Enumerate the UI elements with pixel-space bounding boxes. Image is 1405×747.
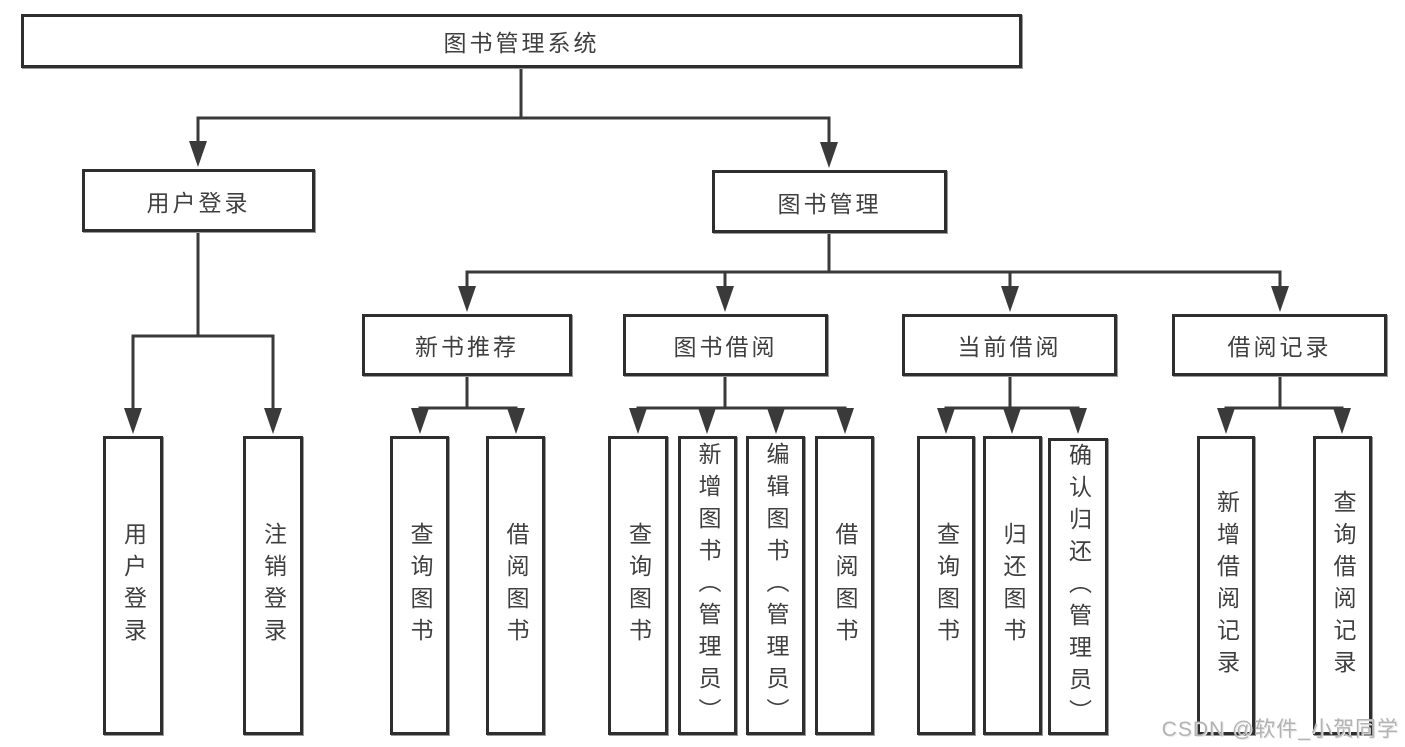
leaf-add-books-admin: 新增图书（管理员） — [678, 436, 737, 735]
leaf-user-login: 用户登录 — [103, 436, 163, 735]
leaf-label: 借阅图书 — [832, 521, 858, 650]
node-new-book-recommend: 新书推荐 — [362, 314, 572, 376]
leaf-query-borrow-record: 查询借阅记录 — [1313, 436, 1372, 735]
leaf-label: 注销登录 — [260, 521, 287, 650]
leaf-add-borrow-record: 新增借阅记录 — [1197, 436, 1255, 735]
node-book-management: 图书管理 — [712, 170, 947, 233]
node-current-borrow: 当前借阅 — [902, 314, 1117, 376]
leaf-recommend-borrow-books: 借阅图书 — [486, 436, 545, 735]
connector-borrow-records — [1224, 376, 1344, 410]
leaf-label: 归还图书 — [1000, 521, 1026, 650]
node-book-borrow: 图书借阅 — [623, 314, 828, 376]
leaf-label: 编辑图书（管理员） — [763, 441, 789, 730]
node-label: 新书推荐 — [415, 334, 519, 360]
arrowheads — [124, 141, 1351, 434]
leaf-label: 查询借阅记录 — [1330, 489, 1356, 682]
node-user-login: 用户登录 — [82, 169, 315, 232]
leaf-borrow-books: 借阅图书 — [815, 436, 874, 735]
node-library-management-system: 图书管理系统 — [21, 14, 1022, 68]
node-label: 用户登录 — [146, 189, 251, 216]
node-label: 图书管理 — [777, 190, 882, 217]
node-label: 当前借阅 — [957, 334, 1062, 360]
connector-new-book-recommend — [418, 376, 518, 410]
leaf-label: 查询图书 — [407, 521, 433, 650]
leaf-recommend-query-books: 查询图书 — [390, 436, 449, 735]
connector-current-borrow — [944, 376, 1080, 410]
connector-root — [196, 68, 831, 145]
leaf-label: 查询图书 — [933, 521, 960, 650]
connector-user-login — [131, 232, 275, 410]
leaf-return-books: 归还图书 — [983, 436, 1042, 735]
csdn-watermark: CSDN @软件_小贺同学 — [1161, 718, 1399, 741]
leaf-confirm-return-admin: 确认归还（管理员） — [1048, 438, 1108, 735]
leaf-label: 确认归还（管理员） — [1065, 442, 1092, 731]
leaf-label: 用户登录 — [120, 521, 147, 650]
leaf-logout-login: 注销登录 — [243, 436, 303, 735]
leaf-label: 查询图书 — [625, 521, 652, 650]
connector-book-borrow — [636, 376, 847, 410]
leaf-label: 新增借阅记录 — [1213, 489, 1240, 682]
leaf-edit-books-admin: 编辑图书（管理员） — [746, 436, 805, 735]
leaf-borrow-query-books: 查询图书 — [608, 436, 668, 735]
leaf-label: 新增图书（管理员） — [695, 441, 721, 730]
node-label: 图书借阅 — [673, 334, 778, 360]
connector-book-management — [465, 233, 1282, 288]
node-label: 图书管理系统 — [443, 30, 600, 56]
node-label: 借阅记录 — [1227, 334, 1332, 360]
leaf-label: 借阅图书 — [503, 521, 529, 650]
leaf-current-query-books: 查询图书 — [917, 436, 975, 735]
node-borrow-records: 借阅记录 — [1172, 314, 1387, 376]
